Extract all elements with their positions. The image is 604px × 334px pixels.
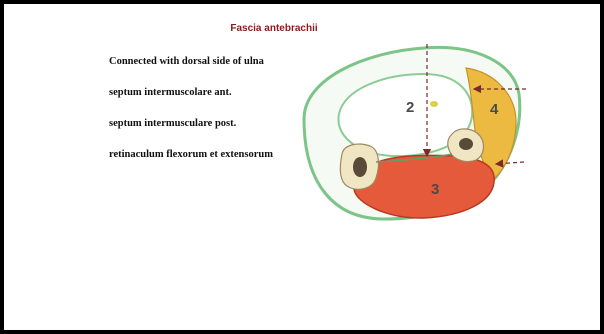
label-4: 4 — [490, 101, 499, 118]
slide: Fascia antebrachii Connected with dorsal… — [4, 4, 600, 330]
label-2: 2 — [406, 99, 414, 116]
forearm-cross-section-diagram: 2 3 4 — [4, 4, 600, 330]
label-3: 3 — [431, 181, 439, 198]
